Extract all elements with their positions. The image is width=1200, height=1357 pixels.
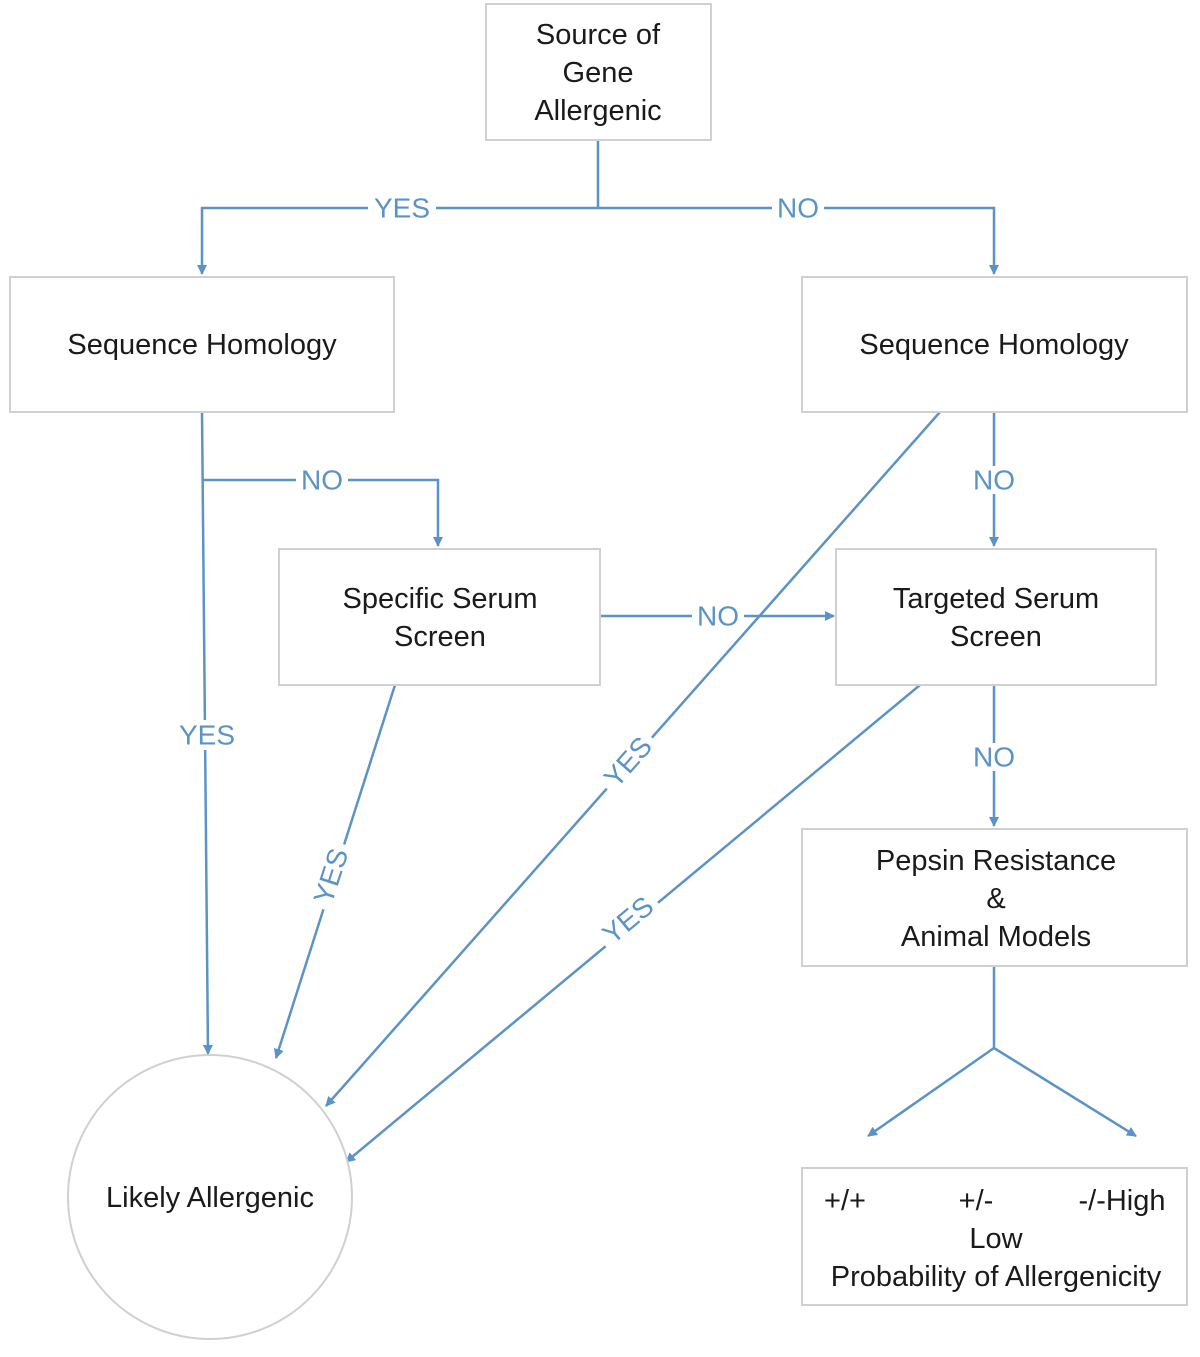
node-targeted-serum: Targeted Serum Screen [835,548,1157,686]
seq-left-no-label: NO [301,465,343,496]
label-seq-left-no: NO [296,465,348,496]
probability-score-pos-pos: +/+ [824,1185,866,1217]
label-specific-yes: YES [307,839,355,913]
seq-left-yes-label: YES [179,720,235,751]
node-source: Source of Gene Allergenic [485,3,712,141]
targeted-serum-line-2: Screen [950,621,1042,653]
label-targeted-no: NO [968,742,1020,773]
seq-right-label: Sequence Homology [859,329,1129,361]
probability-score-pos-neg: +/- [959,1185,994,1217]
specific-yes-label: YES [308,845,355,908]
node-probability: +/+ +/- -/-High Low Probability of Aller… [801,1167,1188,1306]
edge-source-no [598,206,999,275]
seq-right-no-label: NO [973,465,1015,496]
targeted-serum-line-1: Targeted Serum [893,583,1099,615]
nodes: Source of Gene Allergenic Sequence Homol… [9,3,1188,1340]
specific-no-label: NO [697,601,739,632]
node-seq-left: Sequence Homology [9,276,395,413]
source-line-2: Gene [563,57,634,89]
likely-allergenic-label: Likely Allergenic [106,1182,314,1214]
label-seq-right-no: NO [968,465,1020,496]
node-seq-right: Sequence Homology [801,276,1188,413]
seq-left-label: Sequence Homology [67,329,337,361]
node-pepsin: Pepsin Resistance & Animal Models [801,828,1188,967]
pepsin-line-1: Pepsin Resistance [876,845,1116,877]
source-yes-label: YES [374,193,430,224]
probability-low-label: Low [969,1223,1023,1255]
label-targeted-yes: YES [592,887,664,953]
label-specific-no: NO [692,601,744,632]
node-specific-serum: Specific Serum Screen [278,548,601,686]
label-source-no: NO [772,193,824,224]
probability-score-neg-neg-high: -/-High [1078,1185,1165,1217]
edges [197,140,1137,1163]
targeted-no-label: NO [973,742,1015,773]
specific-serum-line-1: Specific Serum [342,583,537,615]
label-seq-left-yes: YES [172,720,242,751]
probability-caption: Probability of Allergenicity [831,1261,1162,1293]
source-line-1: Source of [536,19,661,51]
source-line-3: Allergenic [534,95,661,127]
pepsin-line-2: & [986,883,1005,915]
edge-source-yes [197,206,598,275]
edge-seq-left-no [203,478,443,547]
edge-pepsin-fork-left [867,1046,995,1138]
edge-labels: YES NO NO YES NO YES YES NO [172,193,1020,953]
node-likely-allergenic: Likely Allergenic [67,1054,353,1340]
label-source-yes: YES [368,193,436,224]
edge-pepsin-fork-right [993,1046,1137,1138]
specific-serum-line-2: Screen [394,621,486,653]
pepsin-line-3: Animal Models [901,921,1091,953]
source-no-label: NO [777,193,819,224]
